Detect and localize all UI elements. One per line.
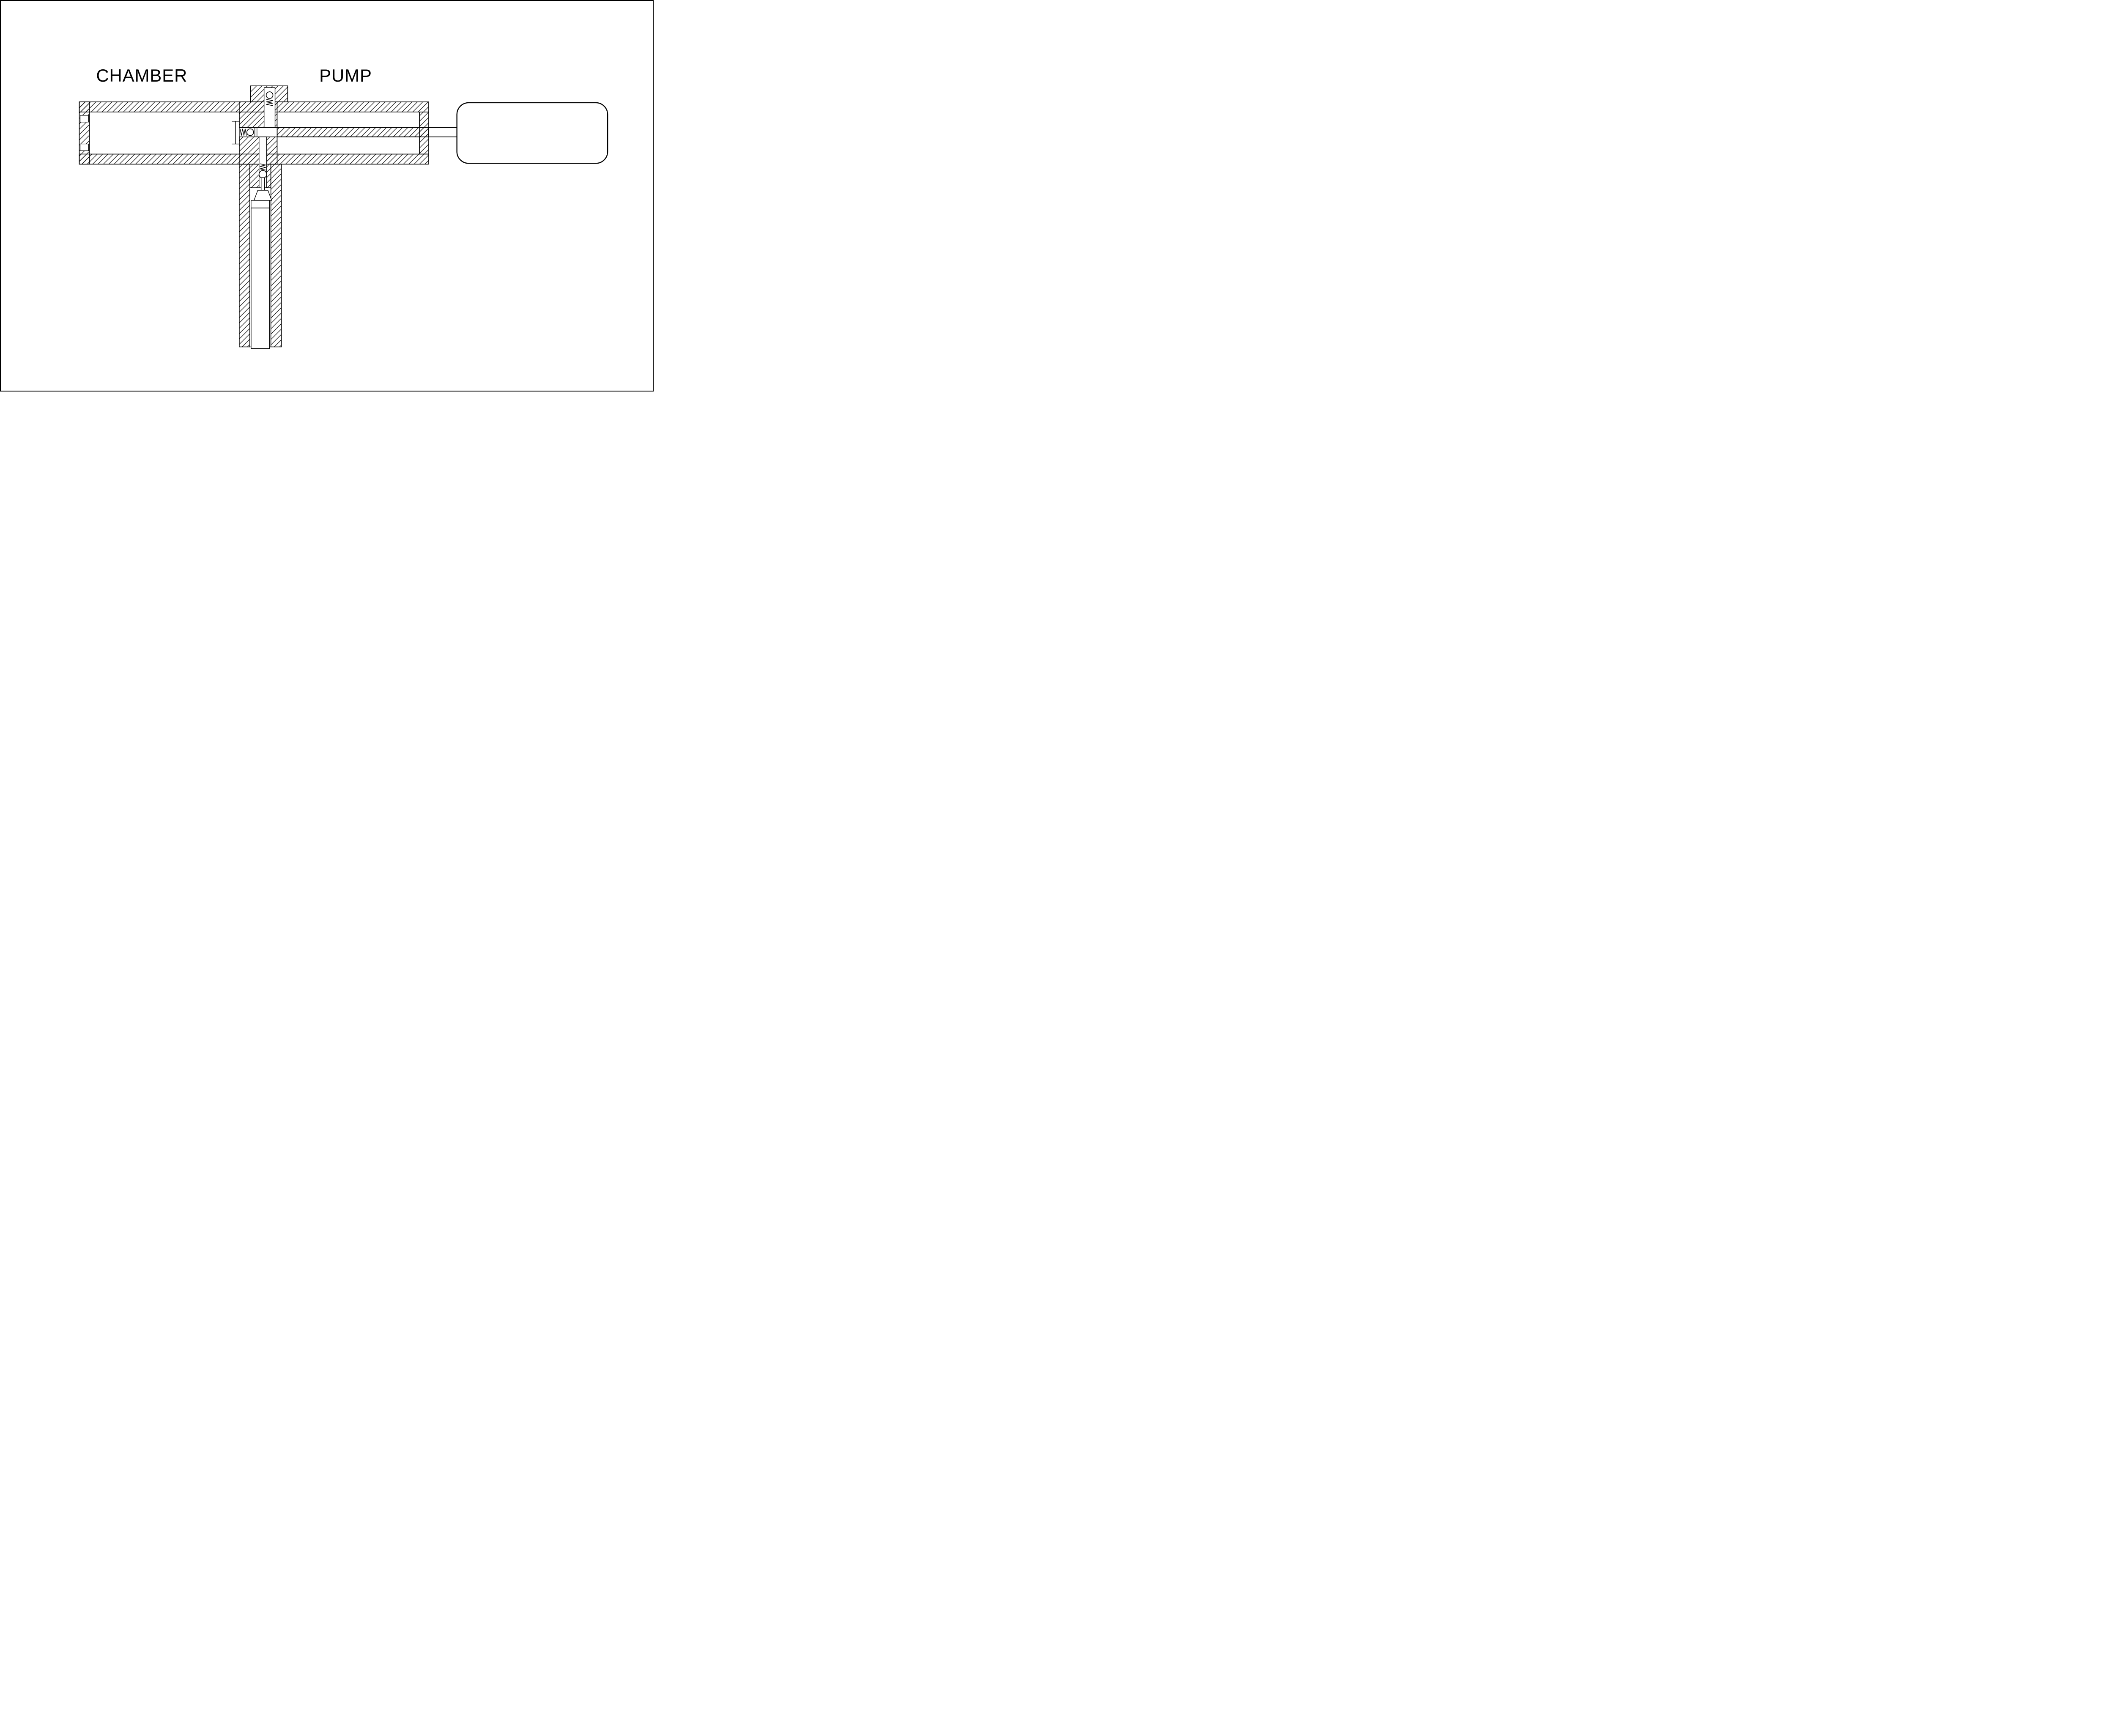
plunger-head (251, 200, 270, 208)
inlet-valve-housing-left (249, 164, 260, 188)
outlet-valve-ball (266, 91, 274, 99)
technical-diagram-canvas: CHAMBER PUMP (0, 0, 654, 392)
chamber-interior (89, 112, 240, 155)
pump-label: PUMP (319, 66, 372, 85)
pump-handle (456, 102, 608, 164)
left-wall-notch-bottom (79, 143, 89, 151)
pump-chamber-cross-section: CHAMBER PUMP (79, 66, 608, 349)
check-valve-ball (246, 128, 254, 136)
check-valve-spring (240, 129, 247, 136)
inlet-valve-housing-right (266, 164, 271, 188)
piston-rod-sectioned (277, 127, 429, 137)
chamber-label: CHAMBER (96, 66, 187, 85)
plunger-stem (260, 177, 265, 191)
pipe-left-wall (239, 164, 250, 348)
left-wall-notch-top (79, 115, 89, 123)
pump-interior-lower (277, 136, 420, 155)
outlet-valve-spring (266, 99, 273, 106)
pipe-right-wall (270, 164, 282, 348)
chamber-left-wall (79, 101, 90, 165)
pump-interior-upper (277, 112, 420, 128)
inlet-valve-spring (260, 163, 266, 170)
plunger-cone (253, 190, 272, 201)
piston-rod (428, 127, 457, 137)
plunger-body (250, 208, 270, 349)
inlet-valve-ball (258, 170, 267, 178)
